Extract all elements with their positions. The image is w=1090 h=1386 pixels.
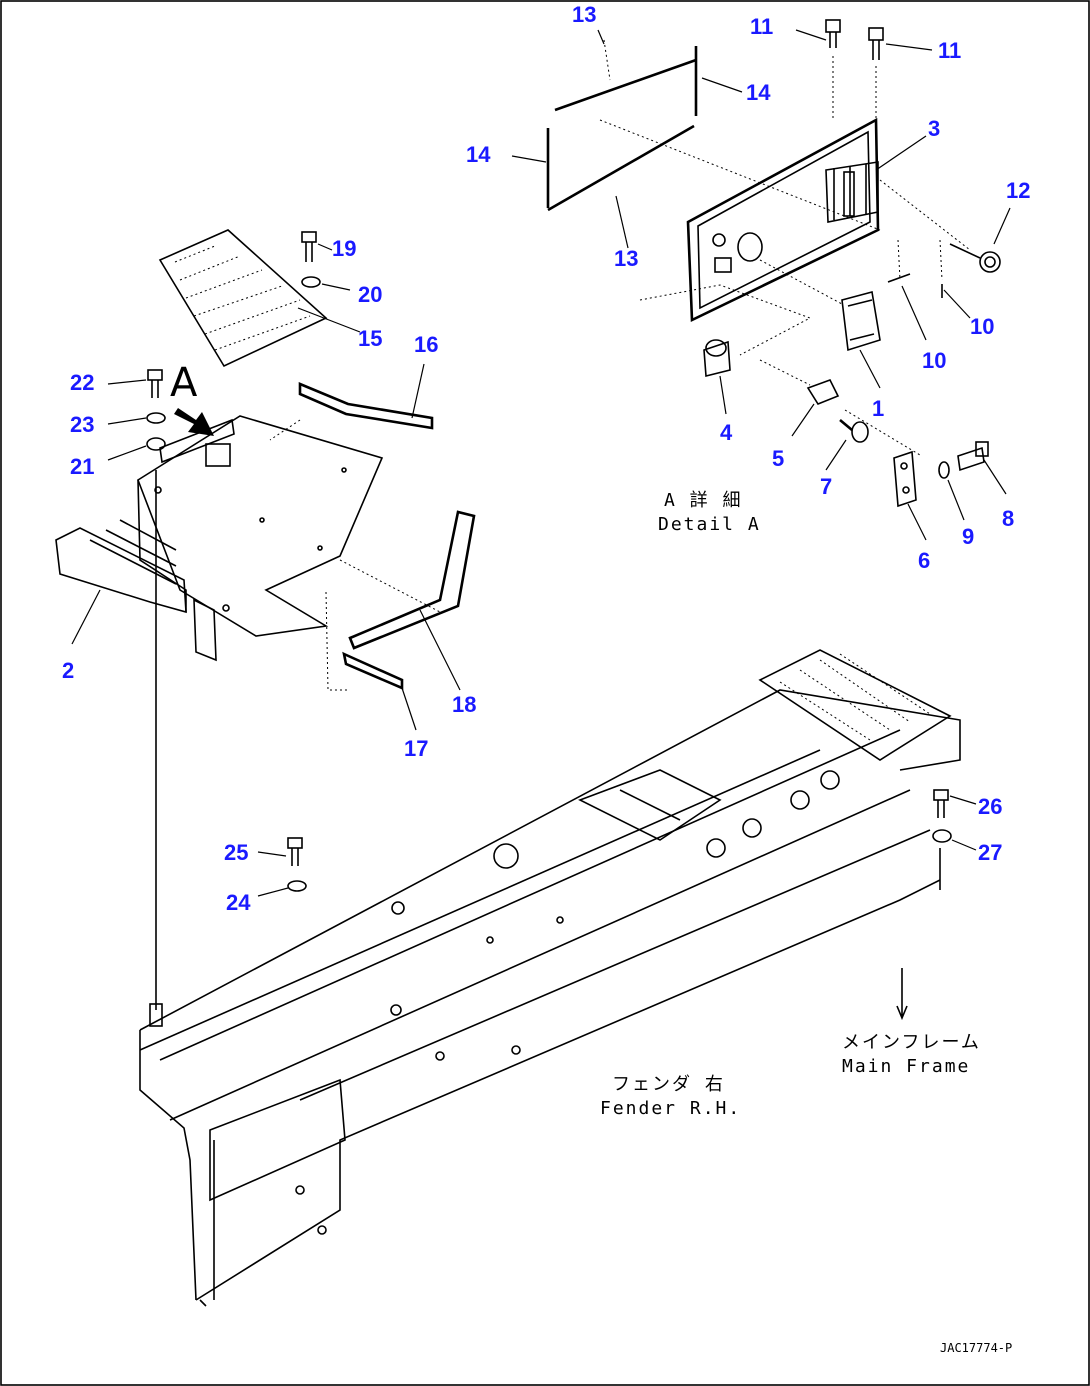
washer-20 xyxy=(301,276,321,288)
bolt-11-left xyxy=(825,19,841,120)
seal-strip-13-bottom xyxy=(547,124,695,212)
part-number: 18 xyxy=(452,692,476,717)
door-panel-3 xyxy=(686,117,880,323)
detail-a-label-jp: A 詳 細 xyxy=(664,490,743,511)
part-number: 13 xyxy=(614,246,638,271)
part-number: 15 xyxy=(358,326,382,351)
strip-18 xyxy=(348,510,476,650)
main-frame-label-jp: メインフレーム xyxy=(842,1032,981,1053)
pin-10 xyxy=(887,273,943,298)
washer-24 xyxy=(287,880,307,892)
part-number: 8 xyxy=(1002,506,1014,531)
part-number: 7 xyxy=(820,474,832,499)
part-number: 26 xyxy=(978,794,1002,819)
main-frame-arrow-icon xyxy=(896,968,908,1021)
part-number: 11 xyxy=(938,38,961,63)
bolt-22 xyxy=(147,369,163,398)
part-number: 14 xyxy=(466,142,491,167)
cap-12 xyxy=(879,179,1001,273)
part-number: 12 xyxy=(1006,178,1030,203)
fender-frame xyxy=(139,649,961,1307)
strip-17 xyxy=(342,651,404,690)
screw-7 xyxy=(839,419,869,443)
view-arrow-icon xyxy=(174,408,214,436)
detail-a-bracket-dots xyxy=(639,284,812,356)
part-number: 10 xyxy=(922,348,946,373)
part-number: 13 xyxy=(572,2,596,27)
part-number: 11 xyxy=(750,14,773,39)
part-number: 19 xyxy=(332,236,356,261)
bolt-19 xyxy=(301,231,317,262)
drawing-code: JAC17774-P xyxy=(940,1341,1012,1355)
part-number: 25 xyxy=(224,840,248,865)
bolt-11-right xyxy=(868,27,884,120)
main-frame-label-en: Main Frame xyxy=(842,1056,970,1077)
washer-23 xyxy=(146,412,166,424)
detail-a-assembly xyxy=(546,19,1001,508)
washer-21 xyxy=(146,437,166,451)
fender-label-en: Fender R.H. xyxy=(600,1098,741,1119)
bolt-25 xyxy=(287,837,303,866)
part-number: 22 xyxy=(70,370,94,395)
detail-a-projection-dots xyxy=(599,39,881,231)
latch-1 xyxy=(759,259,881,352)
clip-5 xyxy=(806,379,840,405)
part-number: 1 xyxy=(872,396,884,421)
part-number: 4 xyxy=(720,420,733,445)
part-number: 16 xyxy=(414,332,438,357)
view-marker-a: A xyxy=(170,360,198,406)
part-number: 2 xyxy=(62,658,74,683)
part-number: 24 xyxy=(226,890,251,915)
strip-16 xyxy=(298,382,434,430)
part-number: 17 xyxy=(404,736,428,761)
washer-9 xyxy=(938,461,950,479)
part-number: 14 xyxy=(746,80,771,105)
part-number: 10 xyxy=(970,314,994,339)
part-number-labels: 1 2 3 4 5 6 7 8 9 10 10 11 11 12 13 13 1… xyxy=(62,2,1030,915)
part-number: 6 xyxy=(918,548,930,573)
plate-6 xyxy=(844,409,921,508)
part-number: 9 xyxy=(962,524,974,549)
part-number: 5 xyxy=(772,446,784,471)
part-number: 23 xyxy=(70,412,94,437)
leader-lines xyxy=(71,29,1011,897)
bolt-26 xyxy=(933,789,949,818)
fender-label-jp: フェンダ 右 xyxy=(612,1074,725,1095)
detail-a-label-en: Detail A xyxy=(658,514,761,535)
seal-strip-13-top xyxy=(554,58,697,112)
step-plate-15 xyxy=(158,229,328,368)
washer-27 xyxy=(932,829,952,843)
bolt-8 xyxy=(957,441,989,472)
catch-4 xyxy=(703,339,731,378)
part-number: 21 xyxy=(70,454,94,479)
part-number: 20 xyxy=(358,282,382,307)
part-number: 3 xyxy=(928,116,940,141)
step-body-2 xyxy=(55,415,384,662)
part-number: 27 xyxy=(978,840,1002,865)
